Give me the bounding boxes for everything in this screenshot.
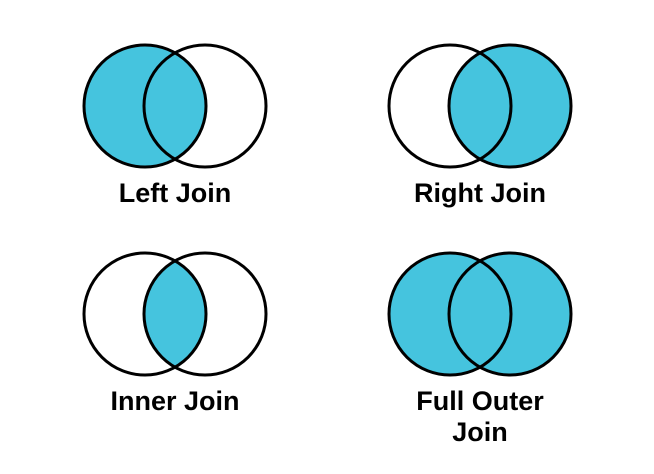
join-label-inner-join: Inner Join <box>110 386 240 416</box>
venn-svg-inner-join <box>82 251 268 377</box>
right-circle-outline <box>142 251 268 377</box>
left-circle-outline <box>387 251 513 377</box>
venn-svg-left-join <box>82 43 268 169</box>
left-circle-outline <box>82 43 208 169</box>
join-diagram-inner-join: Inner Join <box>70 246 280 426</box>
left-circle-outline <box>82 251 208 377</box>
venn-graphic-right-join <box>375 38 585 178</box>
join-diagram-right-join: Right Join <box>375 38 585 218</box>
left-circle-outline <box>387 43 513 169</box>
venn-svg-right-join <box>387 43 573 169</box>
join-label-right-join: Right Join <box>414 178 546 208</box>
venn-svg-full-outer-join <box>387 251 573 377</box>
right-circle-outline <box>447 43 573 169</box>
join-label-full-outer-join: Full Outer Join <box>416 386 544 447</box>
venn-graphic-inner-join <box>70 246 280 386</box>
right-circle-outline <box>447 251 573 377</box>
venn-graphic-full-outer-join <box>375 246 585 386</box>
join-diagram-full-outer-join: Full Outer Join <box>375 246 585 461</box>
venn-graphic-left-join <box>70 38 280 178</box>
right-circle-outline <box>142 43 268 169</box>
join-label-left-join: Left Join <box>118 178 232 208</box>
join-diagram-left-join: Left Join <box>70 38 280 218</box>
